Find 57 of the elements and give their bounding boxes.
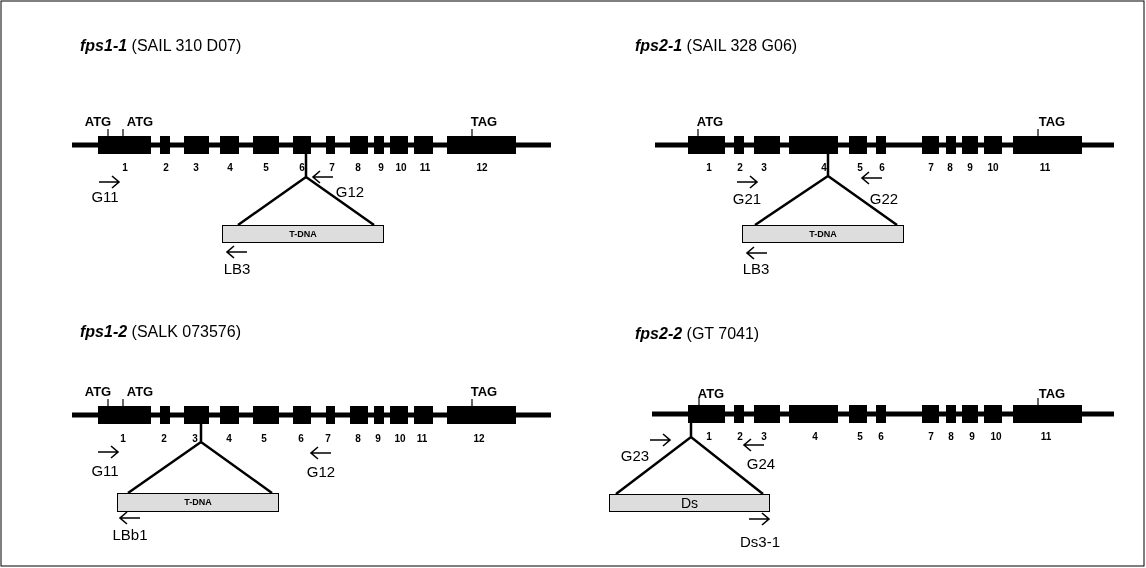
insert-label: Ds bbox=[680, 496, 699, 510]
insertion-lines bbox=[126, 422, 274, 495]
primer-label: G12 bbox=[335, 183, 365, 199]
primer-label: LBb1 bbox=[112, 526, 148, 542]
codon-label: TAG bbox=[470, 114, 498, 128]
gene-structure-drawing bbox=[72, 128, 551, 154]
codon-label: TAG bbox=[1038, 114, 1066, 128]
exon-number: 10 bbox=[394, 434, 406, 444]
insert-label: T-DNA bbox=[289, 229, 317, 239]
codon-label: ATG bbox=[697, 386, 725, 400]
primer-label: G12 bbox=[306, 463, 336, 479]
primer-label: G23 bbox=[620, 447, 650, 463]
insertion-lines bbox=[614, 421, 765, 496]
codon-label: TAG bbox=[1038, 386, 1066, 400]
primer-label: LB3 bbox=[223, 260, 251, 276]
insert-box bbox=[117, 493, 279, 512]
insert-box bbox=[222, 225, 384, 243]
exon-number: 12 bbox=[473, 434, 485, 444]
exon-number: 8 bbox=[355, 434, 361, 444]
exon-number: 6 bbox=[298, 434, 304, 444]
gene-structure-drawing bbox=[655, 128, 1114, 154]
insertion-lines bbox=[236, 152, 376, 227]
primer-label: G21 bbox=[732, 190, 762, 206]
exon-number: 7 bbox=[325, 434, 331, 444]
exon-number: 3 bbox=[192, 434, 198, 444]
exon-number: 4 bbox=[821, 163, 827, 173]
exon-number: 5 bbox=[261, 434, 267, 444]
exon-number: 1 bbox=[120, 434, 126, 444]
primer-label: LB3 bbox=[742, 260, 770, 276]
codon-label: ATG bbox=[126, 384, 154, 398]
codon-label: ATG bbox=[696, 114, 724, 128]
codon-label: ATG bbox=[84, 384, 112, 398]
primer-label: G24 bbox=[746, 455, 776, 471]
exon-number: 6 bbox=[299, 163, 305, 173]
primer-label: G22 bbox=[869, 190, 899, 206]
insert-label: T-DNA bbox=[184, 498, 212, 507]
primer-label: G11 bbox=[91, 188, 119, 204]
primer-label: Ds3-1 bbox=[740, 533, 780, 549]
insert-box bbox=[742, 225, 904, 243]
panel-title: fps2-1 (SAIL 328 G06) bbox=[635, 38, 798, 54]
codon-label: ATG bbox=[84, 114, 112, 128]
exon-number: 1 bbox=[706, 432, 712, 442]
panel-title: fps1-1 (SAIL 310 D07) bbox=[80, 38, 242, 54]
gene-structure-drawing bbox=[72, 398, 551, 424]
panel-title: fps2-2 (GT 7041) bbox=[635, 326, 760, 342]
exon-number: 2 bbox=[161, 434, 167, 444]
insert-box bbox=[609, 494, 770, 512]
exon-number: 9 bbox=[375, 434, 381, 444]
gene-structure-drawing bbox=[652, 397, 1114, 423]
primer-label: G11 bbox=[91, 462, 119, 478]
insert-label: T-DNA bbox=[809, 229, 837, 239]
codon-label: ATG bbox=[126, 114, 154, 128]
panel-title: fps1-2 (SALK 073576) bbox=[80, 324, 241, 340]
exon-number: 11 bbox=[416, 434, 428, 444]
insertion-lines bbox=[753, 152, 899, 227]
exon-number: 4 bbox=[226, 434, 232, 444]
codon-label: TAG bbox=[470, 384, 498, 398]
